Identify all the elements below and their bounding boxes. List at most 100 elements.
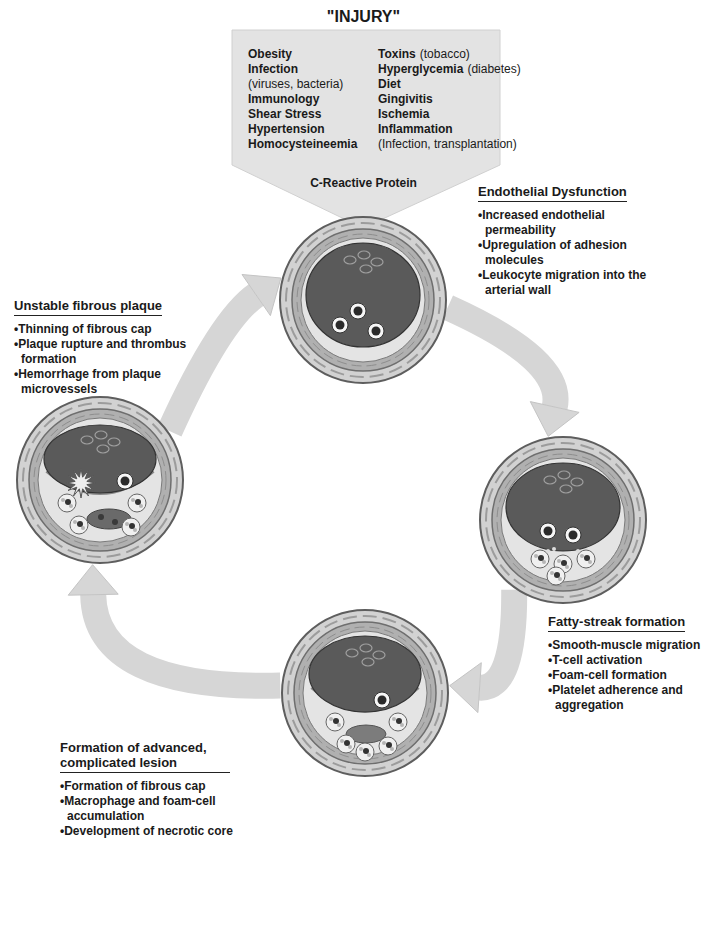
risk-factor: Immunology: [248, 92, 319, 106]
stage-heading: Fatty-streak formation: [548, 614, 685, 632]
vessel-stage: Unstable fibrous plaque•Thinning of fibr…: [15, 395, 185, 565]
red-blood-cell: [97, 445, 109, 453]
adventitia: [480, 437, 646, 603]
foam-cell: [326, 713, 344, 731]
lipid-droplet: [125, 522, 129, 526]
lipid-droplet: [580, 554, 584, 558]
risk-factor: Hyperglycemia: [378, 62, 463, 76]
leukocyte: [350, 303, 366, 319]
adventitia: [17, 397, 183, 563]
platelet: [552, 547, 556, 551]
media-layer: [294, 622, 436, 764]
lipid-droplet: [359, 747, 363, 751]
foam-cell: [58, 494, 76, 512]
risk-factor-line: Diet: [378, 77, 401, 92]
risk-factor-line: Inflammation: [378, 122, 453, 137]
hemorrhage: [112, 519, 118, 525]
vessel-cross-section: [280, 608, 450, 778]
wall-stripe: [288, 616, 442, 770]
platelet: [576, 549, 580, 553]
red-blood-cell: [360, 644, 372, 652]
vessel-lumen: [506, 463, 620, 551]
risk-factor-line: Obesity: [248, 47, 292, 62]
stage-heading: Unstable fibrous plaque: [14, 298, 162, 316]
lipid-droplet: [588, 560, 592, 564]
stage-text: Unstable fibrous plaque•Thinning of fibr…: [14, 296, 194, 397]
stage-bullet: •T-cell activation: [548, 653, 720, 668]
risk-factor-line: Shear Stress: [248, 107, 321, 122]
vessel-stage: Endothelial Dysfunction•Increased endoth…: [278, 215, 448, 385]
stage-heading: Formation of advanced, complicated lesio…: [60, 740, 230, 773]
leukocyte: [374, 692, 390, 708]
wall-stripe: [486, 443, 640, 597]
cell-nucleus: [561, 560, 567, 566]
lipid-droplet: [565, 565, 569, 569]
cell-nucleus: [554, 572, 560, 578]
stage-bullet: •Platelet adherence and aggregation: [548, 683, 720, 713]
media-stripe: [297, 234, 429, 366]
foam-cell: [379, 737, 397, 755]
stage-bullet: •Plaque rupture and thrombus formation: [14, 337, 194, 367]
risk-factor: Gingivitis: [378, 92, 433, 106]
cell-nucleus: [544, 527, 553, 536]
cell-nucleus: [584, 555, 590, 561]
risk-factor: Inflammation: [378, 122, 453, 136]
arrow-head: [68, 565, 118, 596]
lipid-droplet: [367, 753, 371, 757]
red-blood-cell: [81, 436, 93, 444]
vessel-lumen: [306, 243, 420, 347]
red-blood-cell: [344, 256, 356, 264]
risk-factor-line: (Infection, transplantation): [378, 137, 517, 152]
vessel-cross-section: [15, 395, 185, 565]
stage-bullet: •Upregulation of adhesion molecules: [478, 238, 678, 268]
red-blood-cell: [371, 258, 383, 266]
cell-nucleus: [77, 521, 83, 527]
red-blood-cell: [558, 471, 570, 479]
risk-factor-line: Infection: [248, 62, 298, 77]
risk-factor: Infection: [248, 62, 298, 76]
lipid-droplet: [131, 498, 135, 502]
lipid-droplet: [400, 723, 404, 727]
intima-layer: [501, 458, 625, 582]
cell-nucleus: [121, 477, 130, 486]
cell-nucleus: [333, 718, 339, 724]
injury-arrow: [232, 30, 500, 228]
cycle-band: [170, 295, 257, 431]
stage-bullet: •Smooth-muscle migration: [548, 638, 720, 653]
risk-factor: Ischemia: [378, 107, 429, 121]
arrow-head: [450, 663, 482, 713]
leukocyte: [565, 527, 581, 543]
lipid-droplet: [392, 717, 396, 721]
cell-nucleus: [378, 696, 387, 705]
stage-text: Fatty-streak formation •Smooth-muscle mig…: [548, 612, 720, 713]
foam-cell: [122, 518, 140, 536]
foam-cell: [70, 516, 88, 534]
cycle-arrow: [68, 565, 280, 686]
red-blood-cell: [360, 265, 372, 273]
stage-text: Formation of advanced, complicated lesio…: [60, 740, 275, 839]
stage-bullet: •Foam-cell formation: [548, 668, 720, 683]
red-blood-cell: [571, 478, 583, 486]
risk-factor: C-Reactive Protein: [310, 176, 417, 190]
cell-nucleus: [344, 740, 350, 746]
risk-factor: Diet: [378, 77, 401, 91]
foam-cell: [531, 550, 549, 568]
cell-nucleus: [363, 748, 369, 754]
leukocyte: [332, 317, 348, 333]
vessel-cross-section: [478, 435, 648, 605]
leukocyte: [117, 473, 133, 489]
stage-heading-wrap: Unstable fibrous plaque: [14, 296, 194, 316]
thrombus: [66, 468, 96, 498]
risk-factor-line: Hypertension: [248, 122, 325, 137]
cycle-band: [480, 590, 515, 688]
stage-bullet: •Leukocyte migration into the arterial w…: [478, 268, 678, 298]
leukocyte: [368, 323, 384, 339]
risk-factor: Homocysteineemia: [248, 137, 357, 151]
cycle-band: [93, 595, 280, 686]
media-stripe: [497, 454, 629, 586]
risk-factor-line: Toxins(tobacco): [378, 47, 470, 62]
red-blood-cell: [108, 438, 120, 446]
red-blood-cell: [362, 658, 374, 666]
lipid-droplet: [133, 528, 137, 532]
risk-factor-line: Hyperglycemia(diabetes): [378, 62, 521, 77]
